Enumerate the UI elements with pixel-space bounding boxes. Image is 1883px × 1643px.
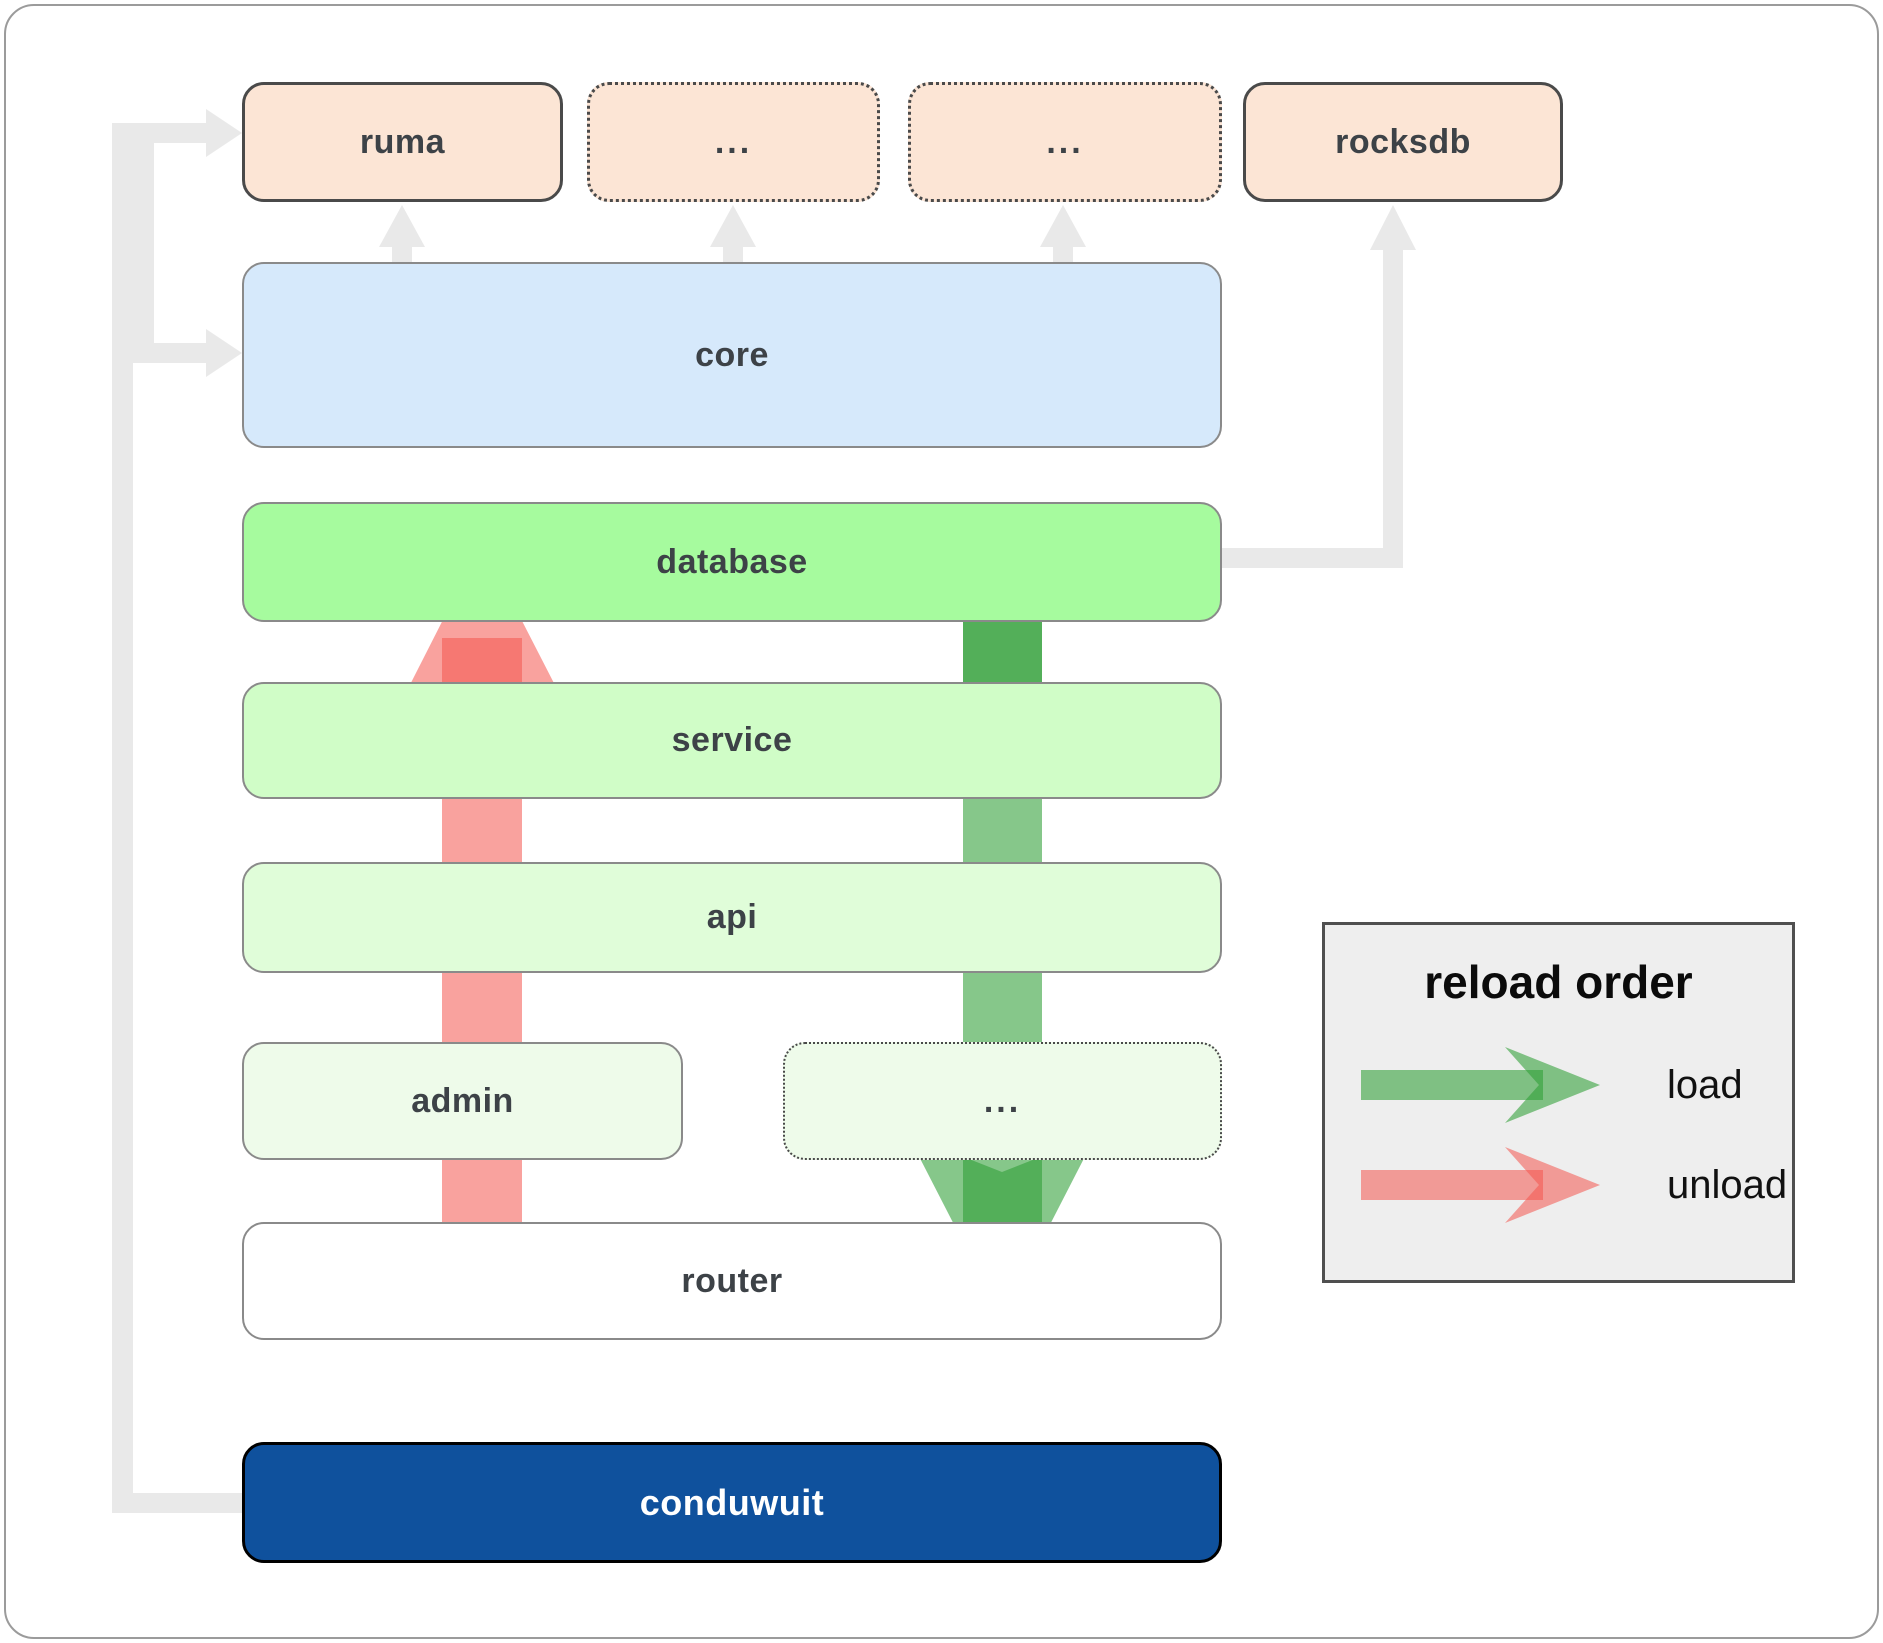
node-ellipsis-admin-label: ...	[983, 1081, 1022, 1120]
node-database: database	[242, 502, 1222, 622]
node-conduwuit-label: conduwuit	[639, 1481, 825, 1523]
node-api-label: api	[706, 898, 758, 936]
node-rocksdb: rocksdb	[1243, 82, 1563, 202]
node-service: service	[242, 682, 1222, 799]
node-admin-label: admin	[411, 1081, 514, 1120]
node-service-label: service	[671, 721, 793, 759]
legend: reload order load unload	[1322, 922, 1795, 1283]
node-ellipsis-top-1-label: ...	[714, 122, 753, 161]
node-admin: admin	[242, 1042, 683, 1160]
node-ruma-label: ruma	[359, 122, 446, 161]
load-arrow-icon	[1361, 1047, 1600, 1123]
node-ellipsis-top-2: ...	[908, 82, 1222, 202]
node-database-label: database	[656, 542, 808, 581]
legend-title: reload order	[1424, 956, 1693, 1008]
node-conduwuit: conduwuit	[242, 1442, 1222, 1563]
node-ellipsis-top-2-label: ...	[1046, 122, 1084, 161]
node-ellipsis-admin: ...	[783, 1042, 1222, 1160]
unload-arrow-icon	[1361, 1147, 1600, 1223]
legend-item-unload: unload	[1361, 1143, 1787, 1227]
node-core: core	[242, 262, 1222, 448]
node-router: router	[242, 1222, 1222, 1340]
node-api: api	[242, 862, 1222, 973]
node-router-label: router	[681, 1261, 783, 1300]
node-ellipsis-top-1: ...	[587, 82, 880, 202]
outer-frame	[4, 4, 1879, 1639]
node-ruma: ruma	[242, 82, 563, 202]
legend-unload-label: unload	[1667, 1162, 1788, 1207]
legend-load-label: load	[1667, 1062, 1743, 1107]
node-core-label: core	[695, 335, 769, 374]
node-rocksdb-label: rocksdb	[1335, 122, 1471, 161]
legend-item-load: load	[1361, 1043, 1743, 1127]
